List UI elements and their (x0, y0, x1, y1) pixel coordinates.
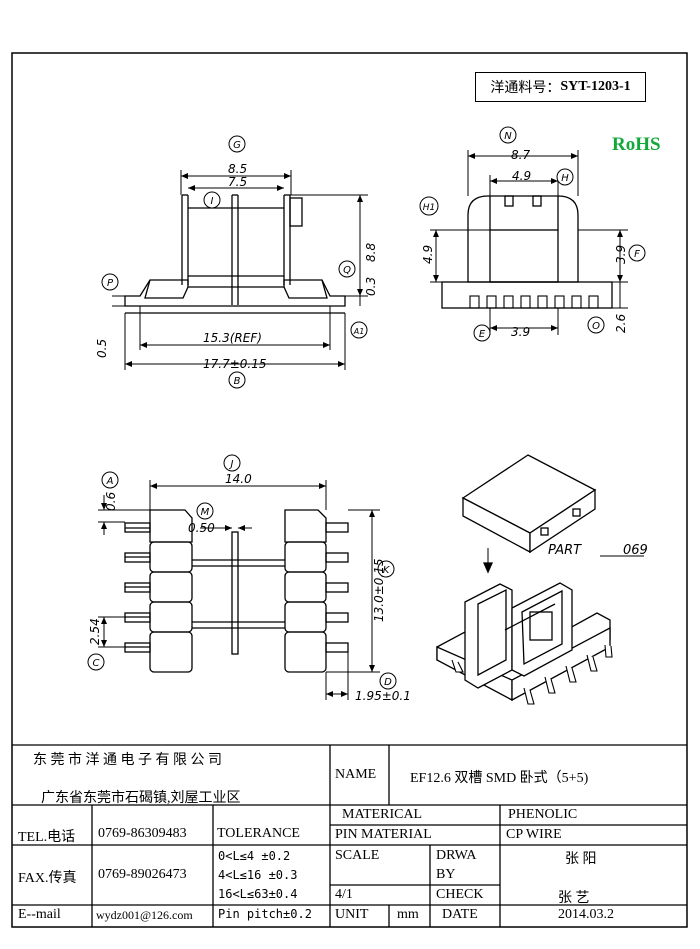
scale-value: 4/1 (335, 887, 353, 902)
label-B: B (234, 376, 241, 387)
tolerance-label: TOLERANCE (217, 826, 300, 841)
dim-1-95: 1.95±0.1 (355, 689, 411, 703)
side-view (430, 150, 628, 335)
dim-3-9-side: 3.9 (614, 245, 628, 264)
dim-13-0: 13.0±0.15 (372, 559, 386, 623)
label-P: P (107, 278, 114, 289)
sheet-border (11, 52, 688, 928)
dim-7-5: 7.5 (228, 175, 247, 189)
dim-0-50: 0.50 (188, 521, 215, 535)
label-I: I (211, 196, 214, 207)
dim-4-9-side: 4.9 (421, 245, 435, 264)
dim-8-7: 8.7 (511, 148, 530, 162)
pin-material-value: CP WIRE (506, 827, 562, 842)
material-value: PHENOLIC (508, 807, 578, 822)
drawn-value: 张 阳 (565, 852, 597, 867)
label-J: J (229, 459, 234, 470)
label-E: E (479, 329, 486, 340)
pin-material-label: PIN MATERIAL (335, 827, 432, 842)
label-bubbles (87, 126, 646, 690)
dim-4-9-top: 4.9 (512, 169, 531, 183)
scale-label: SCALE (335, 848, 380, 863)
dim-0-3: 0.3 (364, 277, 378, 296)
iso-bobbin (436, 582, 613, 705)
tolerance-row-3: 16<L≤63±0.4 (218, 887, 298, 901)
label-Q: Q (343, 265, 351, 276)
company-address: 广东省东莞市石碣镇,刘屋工业区 (41, 791, 241, 806)
label-N: N (504, 131, 512, 142)
name-label: NAME (335, 767, 377, 782)
dim-8-8: 8.8 (364, 243, 378, 262)
company-name: 东 莞 市 洋 通 电 子 有 限 公 司 (33, 753, 222, 768)
unit-label: UNIT (335, 907, 369, 922)
dim-15-3: 15.3(REF) (203, 331, 262, 345)
iso-cover (461, 454, 597, 574)
date-label: DATE (442, 907, 478, 922)
drawn-label-line1: DRWA (436, 848, 477, 863)
material-label: MATERICAL (342, 807, 423, 822)
check-label: CHECK (436, 887, 484, 902)
tolerance-row-2: 4<L≤16 ±0.3 (218, 868, 298, 882)
fax-label: FAX.传真 (18, 871, 77, 886)
label-A1: A1 (353, 327, 365, 336)
unit-value: mm (397, 907, 419, 922)
label-C: C (93, 658, 100, 669)
rohs-mark: RoHS (612, 134, 661, 155)
part-number-label: 洋通料号： (490, 81, 561, 96)
check-value: 张 艺 (558, 891, 590, 906)
dim-8-5: 8.5 (228, 162, 247, 176)
dim-2-6: 2.6 (614, 314, 628, 333)
email-label: E--mail (18, 907, 61, 922)
dim-0-5: 0.5 (95, 339, 109, 358)
label-G: G (233, 140, 241, 151)
right-pin-blocks (284, 509, 349, 673)
dim-0-6: 0.6 (104, 492, 118, 511)
tel-label: TEL.电话 (18, 830, 76, 845)
tel-value: 0769-86309483 (98, 826, 187, 841)
front-view (112, 170, 368, 370)
label-K: K (383, 565, 391, 576)
label-H: H (561, 173, 569, 184)
label-M: M (201, 507, 210, 518)
drawn-label-line2: BY (436, 867, 456, 882)
dim-17-7: 17.7±0.15 (203, 357, 267, 371)
part-note-label: PART (548, 543, 582, 558)
label-D: D (384, 677, 392, 688)
label-A: A (106, 476, 114, 487)
date-value: 2014.03.2 (558, 907, 614, 922)
top-view (98, 480, 380, 700)
name-value: EF12.6 双槽 SMD 卧式（5+5) (410, 771, 589, 786)
title-block-grid (12, 744, 687, 927)
fax-value: 0769-89026473 (98, 867, 187, 882)
part-number-value: SYT-1203-1 (560, 79, 631, 94)
label-O: O (592, 321, 600, 332)
dim-3-9-bottom: 3.9 (511, 325, 530, 339)
label-F: F (634, 249, 640, 260)
part-note-number: 069 (623, 543, 648, 558)
left-pin-blocks (124, 509, 193, 673)
dim-14-0: 14.0 (225, 472, 252, 486)
email-value: wydz001@126.com (96, 908, 193, 922)
part-number-box: 洋通料号： SYT-1203-1 (475, 72, 646, 102)
label-H1: H1 (423, 203, 436, 213)
tolerance-row-4: Pin pitch±0.2 (218, 907, 312, 921)
dim-2-54: 2.54 (88, 618, 102, 645)
tolerance-row-1: 0<L≤4 ±0.2 (218, 849, 291, 863)
